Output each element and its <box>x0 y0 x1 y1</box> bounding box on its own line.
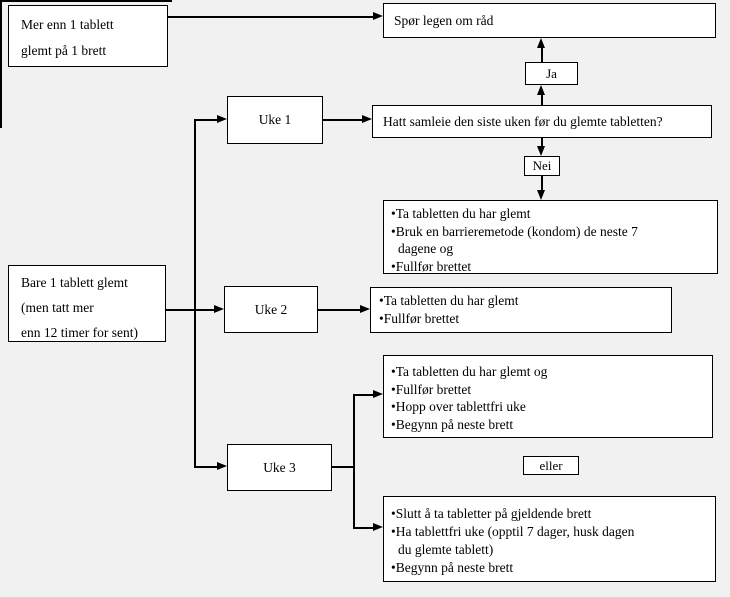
arrowhead-right <box>214 305 224 313</box>
connector-line <box>168 16 374 18</box>
node-text-line: Bare 1 tablett glemt <box>21 275 128 290</box>
connector-line <box>541 92 543 105</box>
connector-line <box>332 466 354 468</box>
connector-line <box>541 45 543 62</box>
arrowhead-right <box>217 115 227 123</box>
node-text-line: Mer enn 1 tablett <box>21 17 114 32</box>
frame-border-left <box>0 0 2 128</box>
node-text-line: •Slutt å ta tabletter på gjeldende brett <box>391 506 592 521</box>
node-more-than-one-tablet: Mer enn 1 tablett glemt på 1 brett <box>8 5 168 67</box>
connector-line <box>323 119 363 121</box>
connector-line <box>541 176 543 191</box>
node-week2-advice: •Ta tabletten du har glemt •Fullfør bret… <box>370 287 672 333</box>
node-uke-1: Uke 1 <box>227 96 323 144</box>
arrowhead-right <box>373 390 383 398</box>
connector-line <box>166 309 216 311</box>
node-text: Uke 2 <box>254 301 288 317</box>
connector-line <box>353 394 374 396</box>
node-text-line: •Ta tabletten du har glemt <box>379 293 519 308</box>
node-text-line: •Fullfør brettet <box>379 311 460 326</box>
node-nei: Nei <box>524 156 560 176</box>
node-text: Nei <box>532 158 552 174</box>
node-text-line: •Ha tablettfri uke (opptil 7 dager, husk… <box>391 524 635 539</box>
node-text-line: du glemte tablett) <box>398 542 494 557</box>
arrowhead-right <box>373 523 383 531</box>
node-eller: eller <box>523 456 579 475</box>
node-text-line: •Ta tabletten du har glemt <box>391 206 531 221</box>
arrowhead-down <box>537 190 545 200</box>
node-text-line: •Begynn på neste brett <box>391 560 514 575</box>
connector-line <box>353 394 355 528</box>
node-text-line: •Hopp over tablettfri uke <box>391 399 526 414</box>
connector-line <box>353 527 374 529</box>
node-uke-2: Uke 2 <box>224 286 318 333</box>
node-text: Spør legen om råd <box>394 12 494 28</box>
node-text-line: •Bruk en barrieremetode (kondom) de nest… <box>391 223 638 239</box>
node-text: Uke 1 <box>258 112 292 128</box>
node-text-line: •Ta tabletten du har glemt og <box>391 364 548 379</box>
node-week3-option-b: •Slutt å ta tabletter på gjeldende brett… <box>383 496 716 582</box>
node-text-line: •Begynn på neste brett <box>391 416 514 432</box>
node-ja: Ja <box>525 62 578 85</box>
arrowhead-right <box>362 115 372 123</box>
node-text-line: •Fullfør brettet <box>391 258 472 274</box>
connector-line <box>194 119 218 121</box>
arrowhead-down <box>537 146 545 156</box>
connector-line <box>541 138 543 148</box>
node-text: Uke 3 <box>263 459 296 475</box>
node-text: Hatt samleie den siste uken før du glemt… <box>383 113 663 129</box>
arrowhead-right <box>217 462 227 470</box>
node-text-line: dagene og <box>398 241 454 256</box>
node-text-line: (men tatt mer <box>21 300 94 315</box>
connector-line <box>318 309 362 311</box>
node-only-one-tablet: Bare 1 tablett glemt (men tatt mer enn 1… <box>8 265 166 342</box>
node-week1-advice: •Ta tabletten du har glemt •Bruk en barr… <box>383 200 718 274</box>
connector-line <box>194 119 196 467</box>
node-text: eller <box>539 457 563 473</box>
node-question-samleie: Hatt samleie den siste uken før du glemt… <box>372 105 712 138</box>
arrowhead-up <box>537 85 545 95</box>
frame-border-top <box>0 0 172 2</box>
node-week3-option-a: •Ta tabletten du har glemt og •Fullfør b… <box>383 355 713 438</box>
node-ask-doctor: Spør legen om råd <box>383 3 716 38</box>
connector-line <box>194 466 218 468</box>
node-text-line: enn 12 timer for sent) <box>21 325 138 340</box>
node-uke-3: Uke 3 <box>227 444 332 491</box>
arrowhead-up <box>537 38 545 48</box>
node-text-line: •Fullfør brettet <box>391 381 472 397</box>
node-text-line: glemt på 1 brett <box>21 43 107 58</box>
node-text: Ja <box>546 65 557 81</box>
arrowhead-right <box>373 12 383 20</box>
arrowhead-right <box>360 305 370 313</box>
